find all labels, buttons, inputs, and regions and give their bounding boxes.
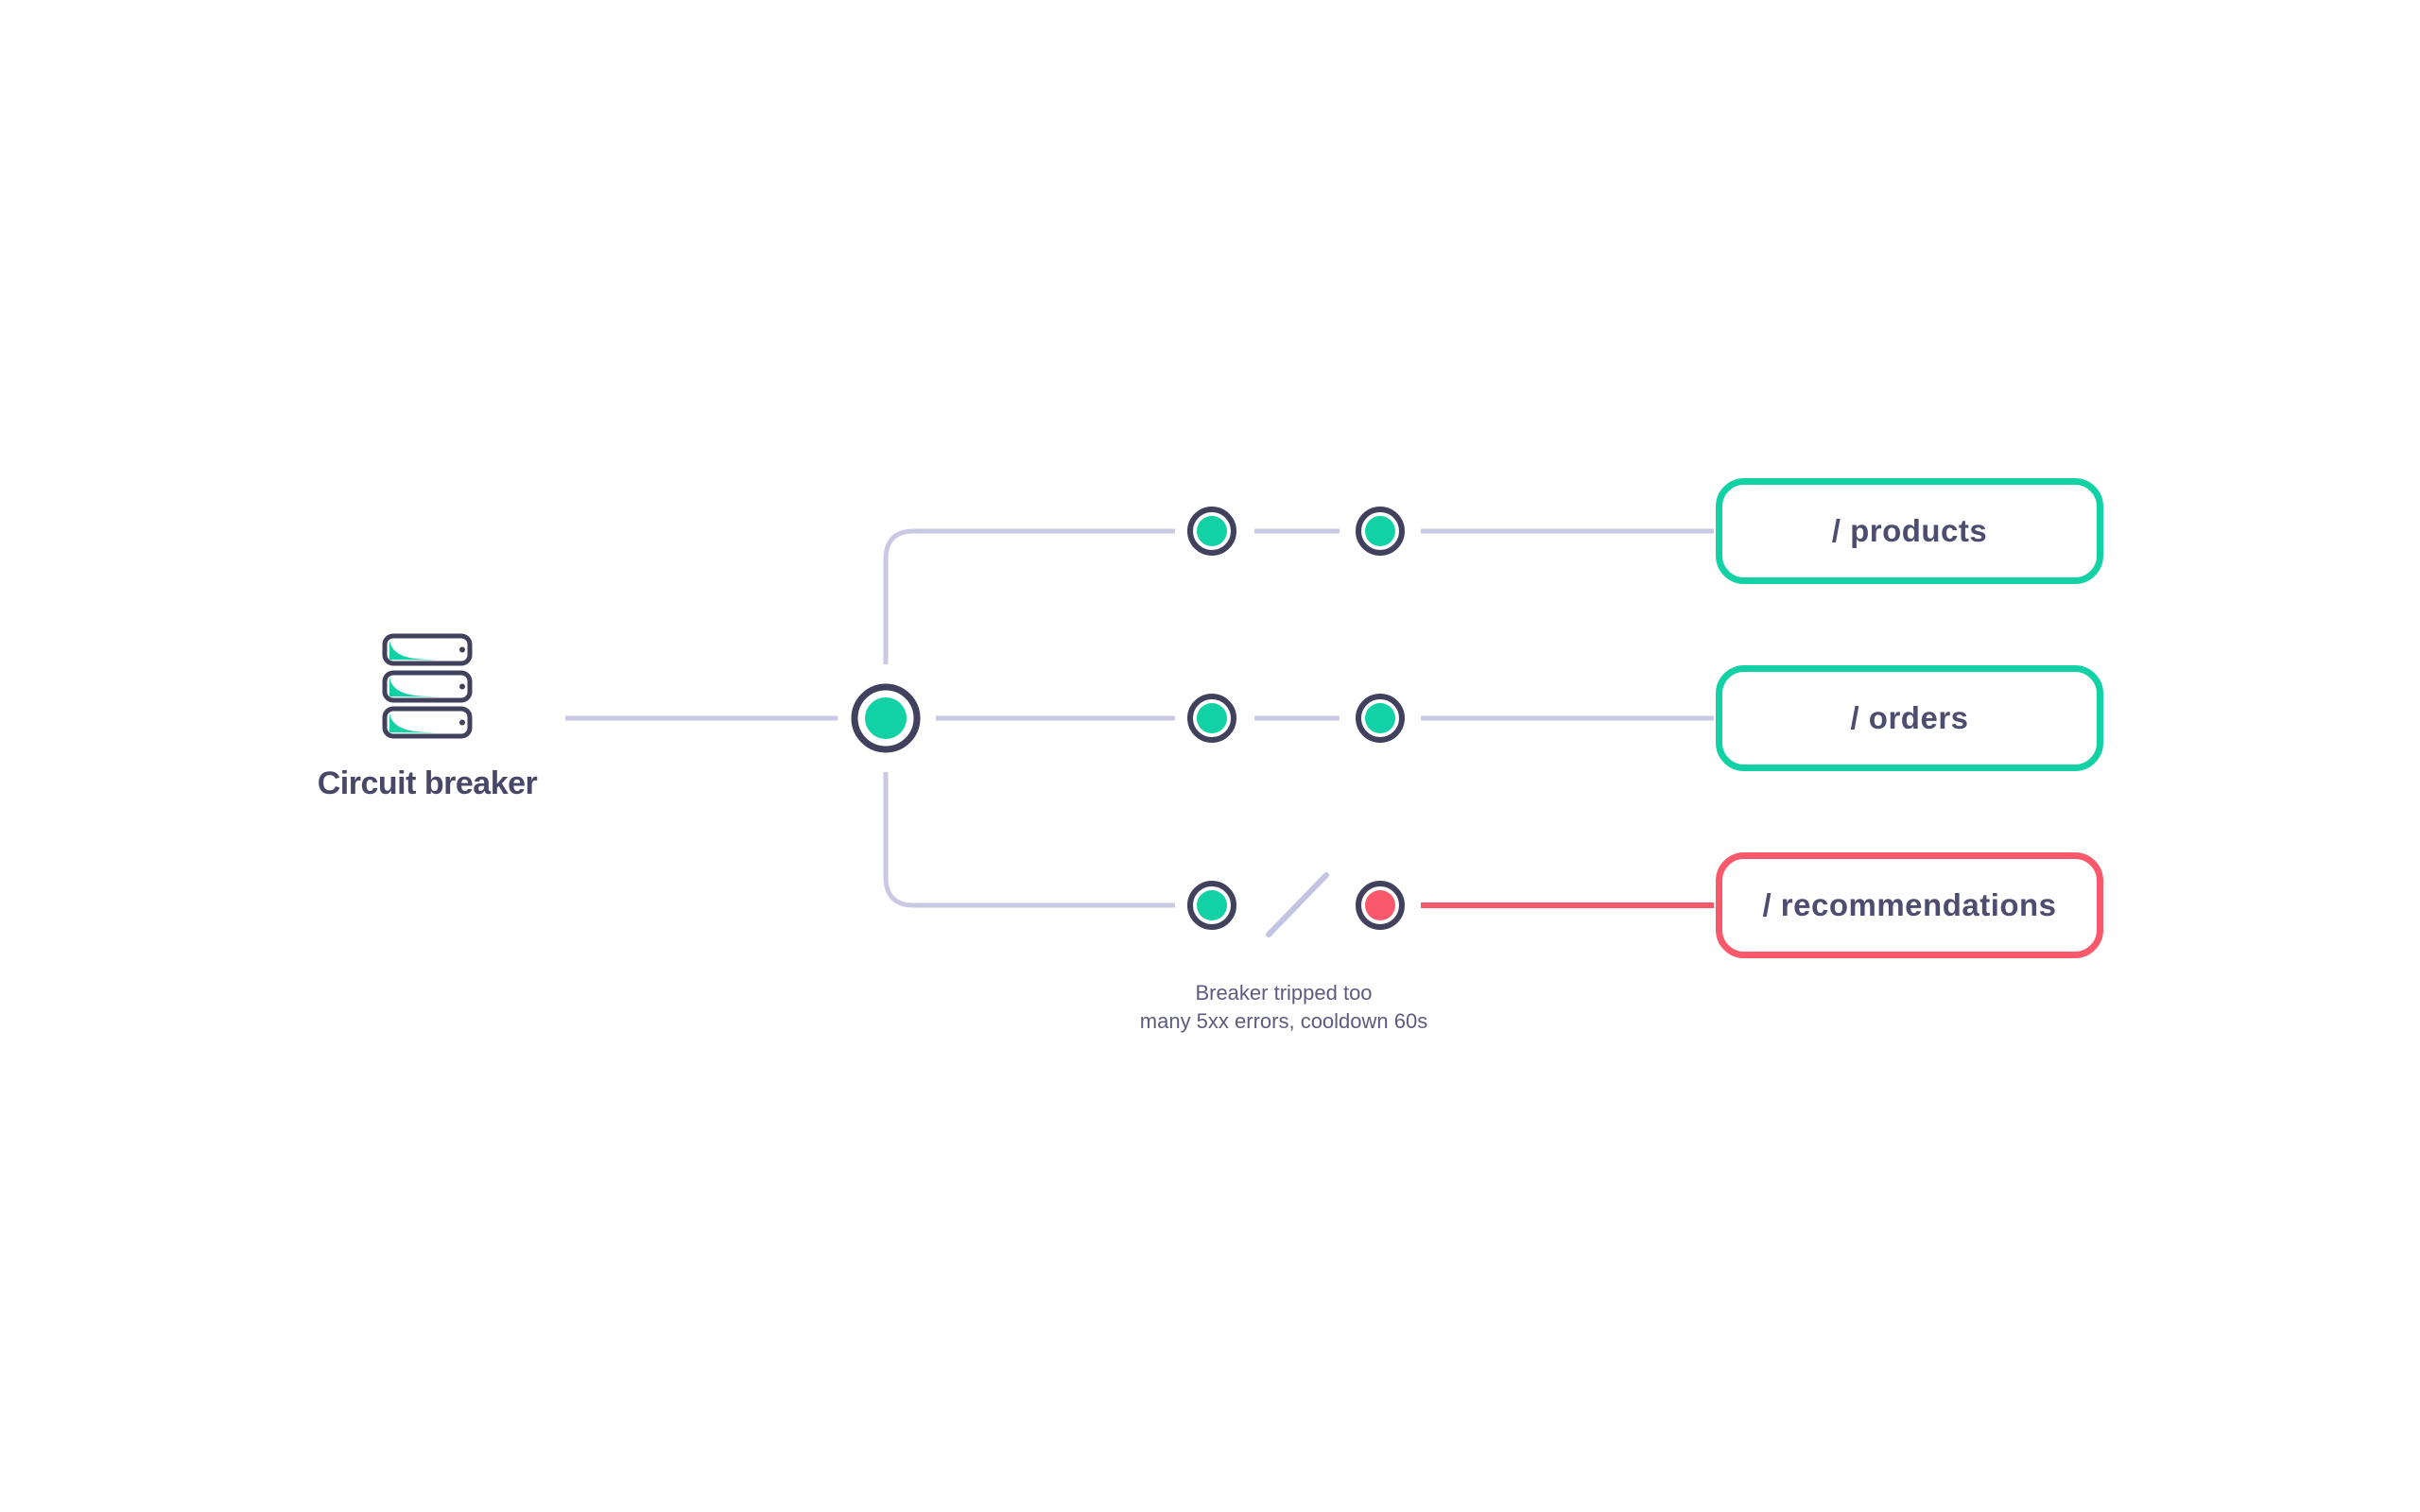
status-dot-teal	[1197, 890, 1227, 920]
endpoint-box-orders: / orders	[1716, 665, 2103, 771]
orders-node-1	[1187, 694, 1236, 743]
hub-node-status-dot	[865, 697, 907, 739]
server-unit-1	[382, 633, 473, 666]
status-dot-teal	[1365, 703, 1395, 733]
recommendations-node-2-tripped	[1356, 881, 1405, 930]
sparkline-wedge	[389, 713, 438, 733]
sparkline-wedge	[389, 677, 438, 697]
slash-break-icon	[1266, 872, 1329, 937]
server-led-dot	[459, 719, 465, 726]
server-unit-3	[382, 706, 473, 739]
orders-node-2	[1356, 694, 1405, 743]
status-dot-red	[1365, 890, 1395, 920]
connector-hub-to-recommendations	[883, 772, 1175, 908]
products-node-2	[1356, 507, 1405, 556]
server-led-dot	[459, 646, 465, 653]
endpoint-label-recommendations: / recommendations	[1762, 887, 2057, 922]
circuit-breaker-label: Circuit breaker	[317, 765, 538, 801]
hub-node	[851, 683, 921, 753]
breaker-caption-line-2: many 5xx errors, cooldown 60s	[1139, 1009, 1428, 1033]
sparkline-wedge	[389, 640, 438, 661]
endpoint-box-products: / products	[1716, 478, 2103, 584]
recommendations-node-1	[1187, 881, 1236, 930]
server-stack-icon	[382, 633, 473, 739]
server-unit-2	[382, 670, 473, 703]
products-node-1	[1187, 507, 1236, 556]
server-led-dot	[459, 683, 465, 690]
status-dot-teal	[1365, 516, 1395, 546]
connector-hub-to-products	[883, 528, 1175, 664]
endpoint-box-recommendations: / recommendations	[1716, 852, 2103, 958]
endpoint-label-products: / products	[1831, 513, 1988, 548]
endpoint-label-orders: / orders	[1850, 700, 1969, 735]
breaker-caption-line-1: Breaker tripped too	[1195, 981, 1373, 1005]
status-dot-teal	[1197, 703, 1227, 733]
breaker-caption: Breaker tripped too many 5xx errors, coo…	[1047, 979, 1520, 1036]
status-dot-teal	[1197, 516, 1227, 546]
